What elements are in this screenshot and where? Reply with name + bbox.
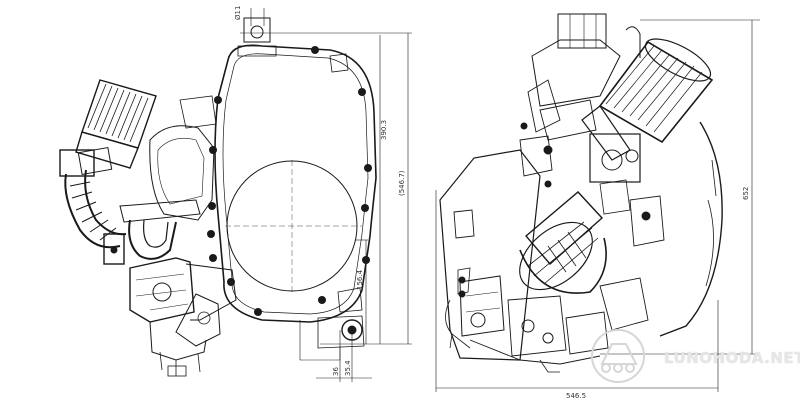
dim-top-width: Ø11 — [234, 6, 242, 20]
dim-right-width: 546.5 — [566, 392, 586, 400]
cover-bolts — [207, 46, 372, 316]
air-filter-left — [75, 79, 157, 176]
air-filter-right — [581, 38, 714, 183]
dim-bottom-b: 35.4 — [344, 360, 352, 376]
dimension-labels: Ø11 390.3 (546.7) 156.4 36 35.4 652 546.… — [234, 6, 750, 400]
side-view-left — [59, 8, 412, 382]
watermark-text: LUNOHODA.NET — [664, 349, 800, 367]
dim-height-main: 390.3 — [380, 120, 388, 140]
dim-height-total: (546.7) — [398, 170, 406, 196]
dim-right-height: 652 — [742, 187, 750, 200]
dim-bottom-a: 36 — [332, 367, 340, 376]
dim-height-lower: 156.4 — [356, 269, 364, 290]
front-view-right — [435, 13, 760, 392]
watermark-emblem — [591, 329, 645, 383]
